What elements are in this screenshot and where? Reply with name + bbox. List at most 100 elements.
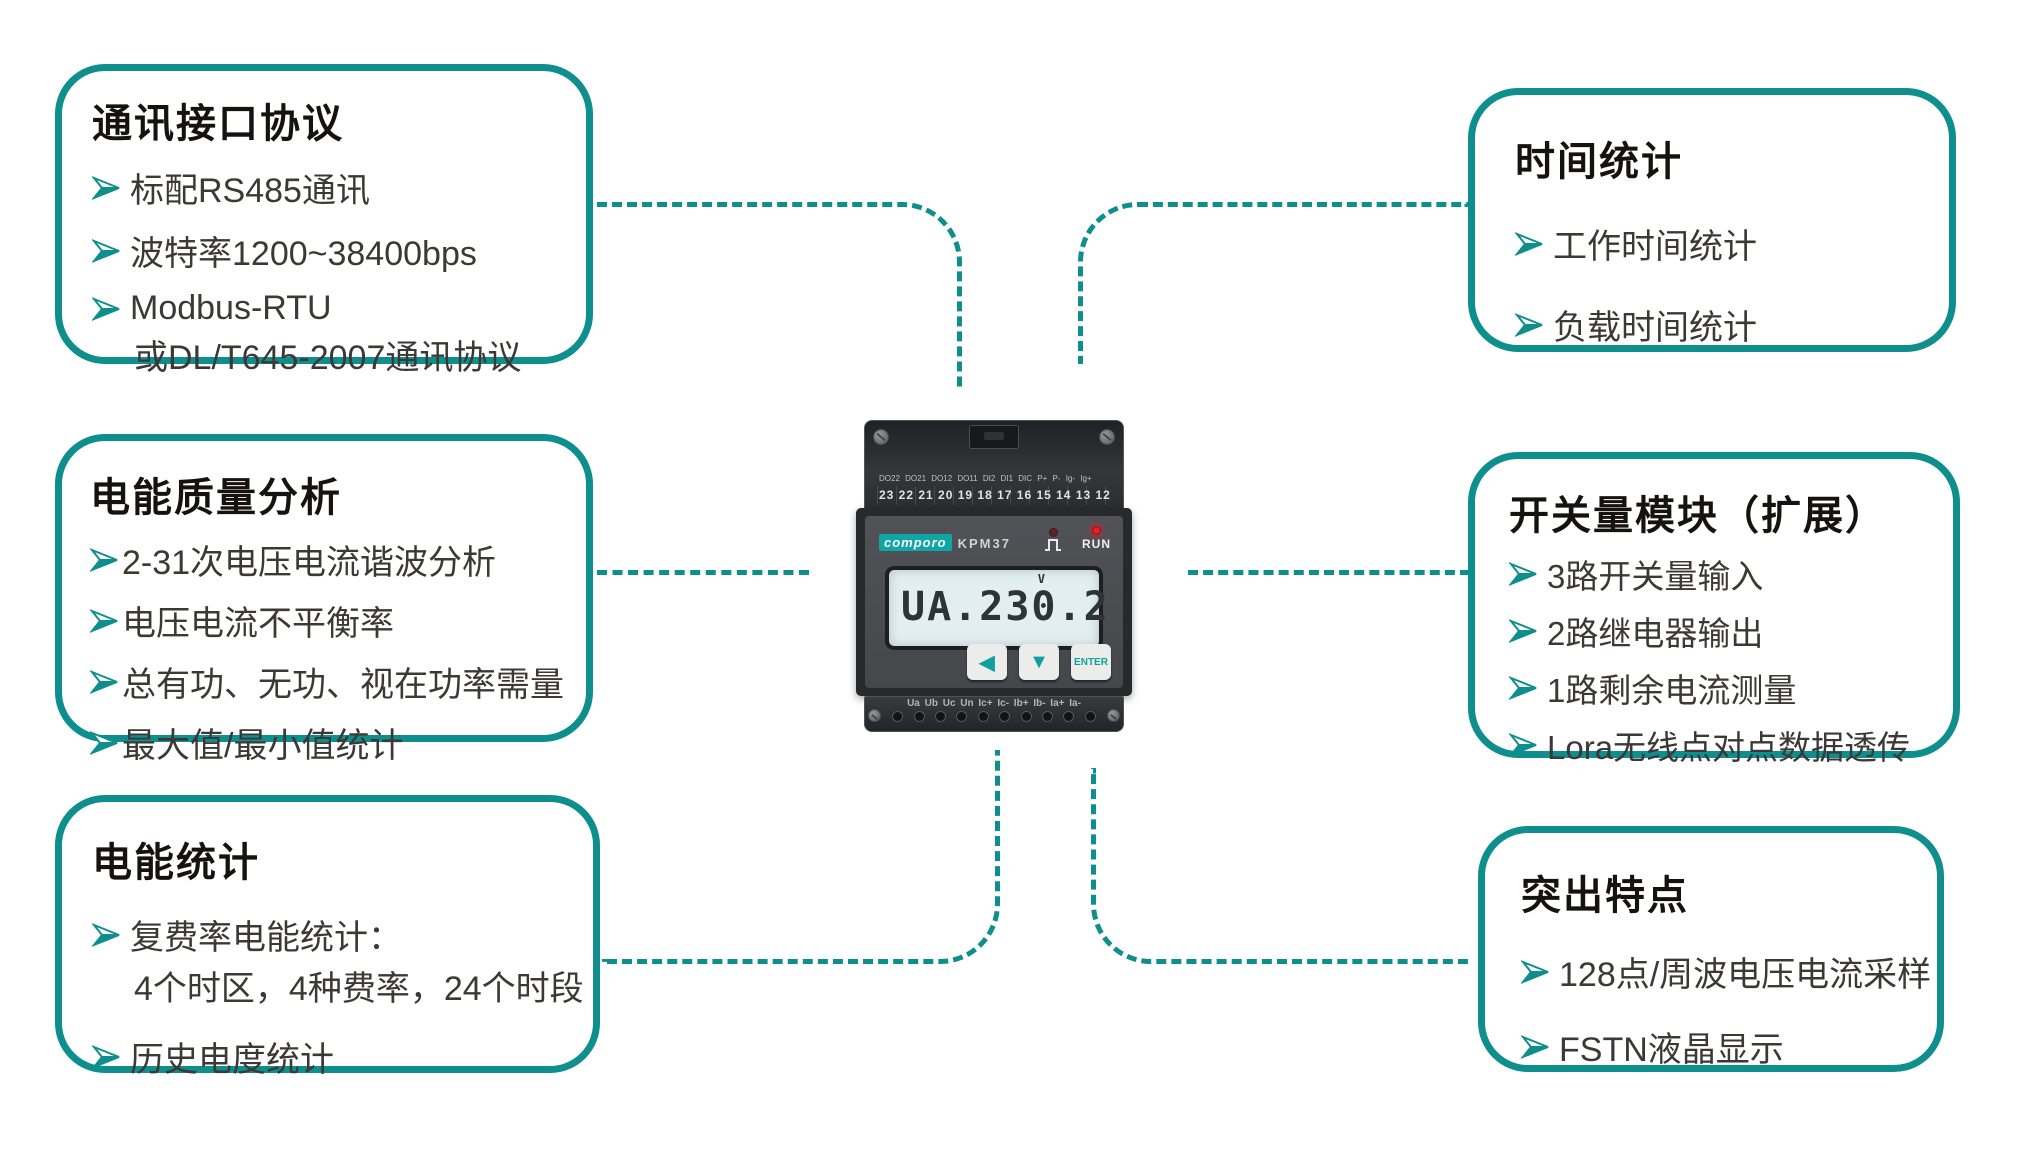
list-item: 电压电流不平衡率 [90,596,576,645]
list-item-text: 波特率1200~38400bps [130,235,477,273]
list-item: 波特率1200~38400bps [92,226,576,275]
arrow-bullet-icon [1515,231,1545,256]
model-label: KPM37 [957,536,1011,551]
left-arrow-button: ◀ [967,644,1007,680]
list-item-text: 128点/周波电压电流采样 [1559,956,1932,994]
lcd-value: 230.2 [979,584,1110,630]
terminal-icon [956,711,968,722]
arrow-bullet-icon [1509,619,1539,643]
connector-power-quality [597,570,809,575]
arrow-bullet-icon [90,669,120,694]
bottom-terminal-cover: Ua Ub Uc Un Ic+ Ic- Ib+ Ib- Ia+ Ia- [864,696,1124,732]
pulse-led-icon [1048,528,1058,537]
run-led-icon [1092,526,1101,535]
device-faceplate: comporo KPM37 RUN V UA. 230.2 [865,516,1123,688]
callout-title: 突出特点 [1521,874,1689,918]
connector-key-features [1091,768,1470,964]
terminal-icon [934,711,946,722]
callout-key-features: 突出特点 128点/周波电压电流采样 FSTN液晶显示 [1478,826,1944,1072]
callout-digital-io-module: 开关量模块（扩展） 3路开关量输入 2路继电器输出 1路剩余电流测量 Lora无… [1468,452,1960,766]
run-label: RUN [1082,537,1111,551]
lcd-readout: UA. 230.2 [901,584,1108,630]
list-item: 历史电度统计 [92,1032,583,1081]
top-terminal-cover: DO22 DO21 DO12 DO11 DI2 DI1 DIC P+ P- Ig… [864,420,1124,514]
device-body: comporo KPM37 RUN V UA. 230.2 [856,508,1132,696]
enter-button: ENTER [1071,644,1111,680]
list-item: Lora无线点对点数据透传 [1509,721,1945,769]
arrow-bullet-icon [1515,312,1545,337]
list-item-text: 负载时间统计 [1553,309,1757,347]
list-item-text: 1路剩余电流测量 [1547,672,1797,709]
list-item: 128点/周波电压电流采样 [1521,947,1932,996]
arrow-bullet-icon [1509,676,1539,700]
callout-title: 电能统计 [92,841,260,885]
connector-energy-statistics [602,750,1000,964]
list-item-text: 电压电流不平衡率 [122,605,394,643]
list-item: 总有功、无功、视在功率需量 [90,657,576,706]
arrow-bullet-icon [90,608,120,633]
screw-icon [868,709,881,722]
list-item: 3路开关量输入 [1509,550,1945,598]
lcd-channel: UA. [901,584,980,630]
terminal-icon [913,711,925,722]
top-terminal-labels: DO22 DO21 DO12 DO11 DI2 DI1 DIC P+ P- Ig… [879,474,1092,483]
arrow-bullet-icon [90,730,120,755]
list-item-text: 总有功、无功、视在功率需量 [122,666,564,704]
list-item-text: FSTN液晶显示 [1559,1031,1784,1069]
list-item: FSTN液晶显示 [1521,1022,1929,1071]
list-item: 2路继电器输出 [1509,607,1945,655]
screw-icon [873,429,889,445]
list-item-continuation: 或DL/T645-2007通讯协议 [92,330,576,379]
list-item: 工作时间统计 [1515,219,1939,268]
arrow-bullet-icon [1521,1034,1551,1059]
list-item-text: 最大值/最小值统计 [122,727,404,765]
callout-title: 时间统计 [1515,140,1683,184]
lcd-display: V UA. 230.2 [885,566,1108,650]
run-indicator: RUN [1082,526,1111,551]
pulse-indicator [1044,528,1062,551]
connector-time-statistics [1078,202,1470,364]
arrow-bullet-icon [92,922,122,947]
lcd-unit: V [1037,572,1045,586]
list-item: 标配RS485通讯 [92,163,576,212]
arrow-bullet-icon [1509,562,1539,586]
callout-power-quality: 电能质量分析 2-31次电压电流谐波分析 电压电流不平衡率 总有功、无功、视在功… [55,434,593,765]
list-item-continuation: 4个时区，4种费率，24个时段 [92,961,584,1010]
square-wave-icon [1045,539,1061,551]
callout-communication: 通讯接口协议 标配RS485通讯 波特率1200~38400bps Modbus… [55,64,593,377]
din-clip [969,425,1019,449]
list-item-text: 历史电度统计 [130,1041,334,1079]
callout-energy-statistics: 电能统计 复费率电能统计： 4个时区，4种费率，24个时段 历史电度统计 [55,795,600,1079]
bottom-terminal-labels: Ua Ub Uc Un Ic+ Ic- Ib+ Ib- Ia+ Ia- [907,698,1081,709]
terminal-icon [1020,711,1032,722]
terminal-row [865,709,1123,722]
terminal-icon [1063,711,1075,722]
list-item-text: 4个时区，4种费率，24个时段 [134,970,584,1008]
list-item-text: 标配RS485通讯 [130,172,370,210]
list-item: 2-31次电压电流谐波分析 [90,535,576,584]
arrow-bullet-icon [90,547,120,572]
list-item-text: 2-31次电压电流谐波分析 [122,544,497,582]
power-meter-device: DO22 DO21 DO12 DO11 DI2 DI1 DIC P+ P- Ig… [856,420,1132,732]
arrow-bullet-icon [1509,733,1539,757]
list-item-text: 2路继电器输出 [1547,615,1764,652]
list-item: Modbus-RTU [92,289,576,328]
callout-title: 开关量模块（扩展） [1509,494,1887,538]
screw-icon [1107,709,1120,722]
list-item: 复费率电能统计： [92,910,583,959]
list-item: 负载时间统计 [1515,300,1939,349]
brand-row: comporo KPM37 RUN [879,526,1111,551]
list-item-text: Lora无线点对点数据透传 [1547,729,1911,766]
arrow-bullet-icon [92,1044,122,1069]
callout-title: 电能质量分析 [90,476,342,520]
callout-title: 通讯接口协议 [92,102,344,146]
list-item-text: 3路开关量输入 [1547,558,1764,595]
screw-icon [1099,429,1115,445]
list-item-text: 复费率电能统计： [130,919,402,957]
terminal-icon [977,711,989,722]
arrow-bullet-icon [1521,959,1551,984]
button-row: ◀ ▼ ENTER [967,644,1111,680]
brand-logo: comporo [879,534,952,551]
connector-digital-io-module [1188,570,1470,575]
